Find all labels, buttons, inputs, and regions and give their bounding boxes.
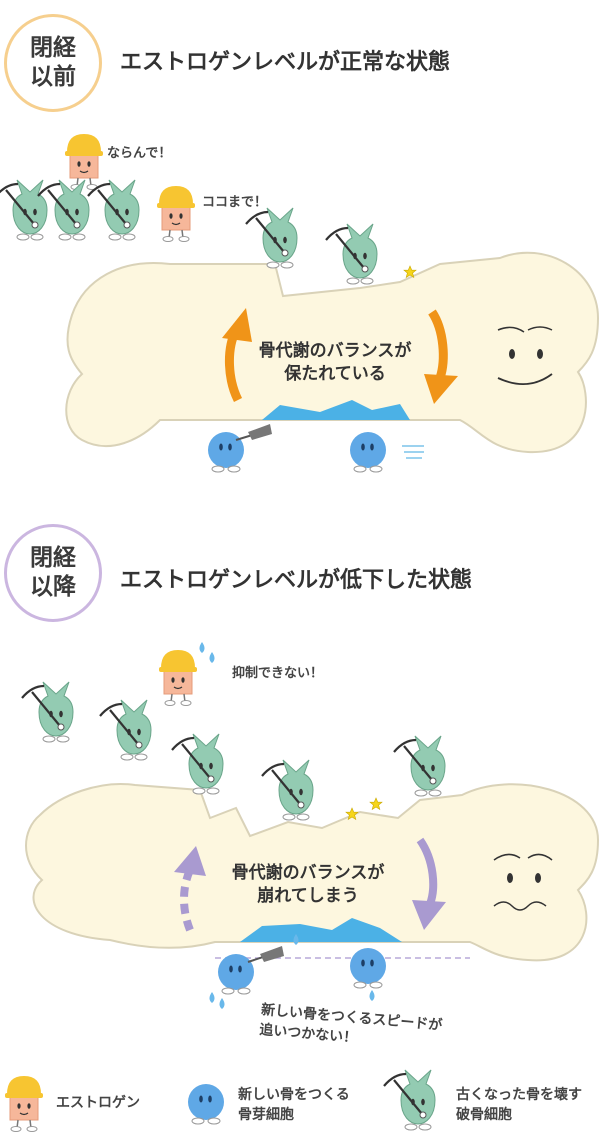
balance-before-line2: 保たれている — [284, 363, 386, 384]
bone-eroded — [25, 783, 600, 962]
legend-estrogen-icon — [4, 1075, 44, 1133]
trowel-icon — [235, 424, 272, 441]
balance-after-line2: 崩れてしまう — [257, 885, 359, 906]
arrow-up-purple-head — [174, 846, 206, 876]
speed-lines-icon — [402, 445, 424, 459]
bone-face-happy — [497, 326, 553, 385]
legend-osteoclast-line2: 破骨細胞 — [456, 1106, 512, 1123]
osteoclast-character-6 — [20, 680, 75, 744]
new-bone-healthy — [262, 400, 410, 420]
legend-osteoblast-icon — [187, 1083, 225, 1125]
sweat-drop-icon — [209, 652, 215, 663]
osteoblast-character-2 — [349, 431, 387, 473]
osteoclast-character-10 — [392, 734, 447, 798]
arrow-down-orange — [428, 309, 448, 380]
osteoblast-character-1 — [207, 431, 245, 473]
arrow-down-orange-head — [424, 374, 458, 404]
trowel-icon — [247, 946, 284, 963]
badge-after-line1: 閉経 — [30, 545, 76, 572]
bone-face-sad — [493, 853, 553, 911]
legend-osteoblast-line1: 新しい骨をつくる — [238, 1087, 350, 1103]
osteoclast-character-7 — [98, 698, 153, 762]
badge-before-line1: 閉経 — [30, 35, 76, 62]
legend-osteoclast-label: 古くなった骨を壊す 破骨細胞 — [456, 1086, 582, 1125]
new-bone-eroded — [240, 918, 402, 942]
estrogen-character-2 — [156, 185, 196, 243]
legend-osteoblast-line2: 骨芽細胞 — [238, 1106, 294, 1123]
bone-healthy — [65, 251, 600, 454]
badge-after-menopause: 閉経 以降 — [4, 524, 102, 622]
badge-before-menopause: 閉経 以前 — [4, 14, 102, 112]
speech-bubble-line-up: ならんで！ — [107, 146, 172, 161]
osteoclast-character-9 — [260, 758, 315, 822]
osteoclast-character-8 — [170, 732, 225, 796]
legend-estrogen-label: エストロゲン — [56, 1095, 140, 1111]
estrogen-character-3 — [158, 649, 198, 707]
osteoclast-character-1 — [0, 178, 49, 242]
sweat-drop-icon — [369, 990, 375, 1001]
badge-after-line2: 以降 — [30, 574, 76, 600]
balance-text-after: 骨代謝のバランスが 崩れてしまう — [208, 862, 408, 908]
legend-osteoclast-line1: 古くなった骨を壊す — [456, 1087, 582, 1103]
heading-before: エストロゲンレベルが正常な状態 — [120, 50, 451, 75]
balance-after-line1: 骨代謝のバランスが — [231, 863, 385, 883]
sweat-drop-icon — [209, 992, 215, 1003]
arrow-up-purple-dashed — [180, 868, 194, 932]
speech-bubble-cannot-suppress: 抑制できない！ — [232, 666, 324, 681]
speech-bubble-stop-here: ココまで！ — [202, 195, 268, 210]
sweat-drop-icon — [199, 642, 205, 653]
heading-after: エストロゲンレベルが低下した状態 — [120, 568, 473, 593]
osteoblast-character-3 — [217, 953, 255, 995]
badge-before-line2: 以前 — [30, 64, 76, 90]
osteoclast-character-4 — [244, 206, 299, 270]
arrow-up-orange-head — [222, 308, 252, 342]
legend-osteoclast-icon — [382, 1068, 437, 1132]
osteoclast-character-3 — [86, 178, 141, 242]
sweat-drop-icon — [219, 998, 225, 1009]
osteoclast-character-5 — [324, 222, 379, 286]
arrow-down-purple — [416, 837, 438, 906]
osteoblast-character-4 — [349, 947, 387, 989]
star-icon — [369, 797, 383, 810]
legend-osteoblast-label: 新しい骨をつくる 骨芽細胞 — [238, 1086, 350, 1125]
arrow-down-purple-head — [412, 900, 446, 930]
balance-text-before: 骨代謝のバランスが 保たれている — [250, 340, 420, 386]
balance-before-line1: 骨代謝のバランスが — [258, 341, 412, 361]
